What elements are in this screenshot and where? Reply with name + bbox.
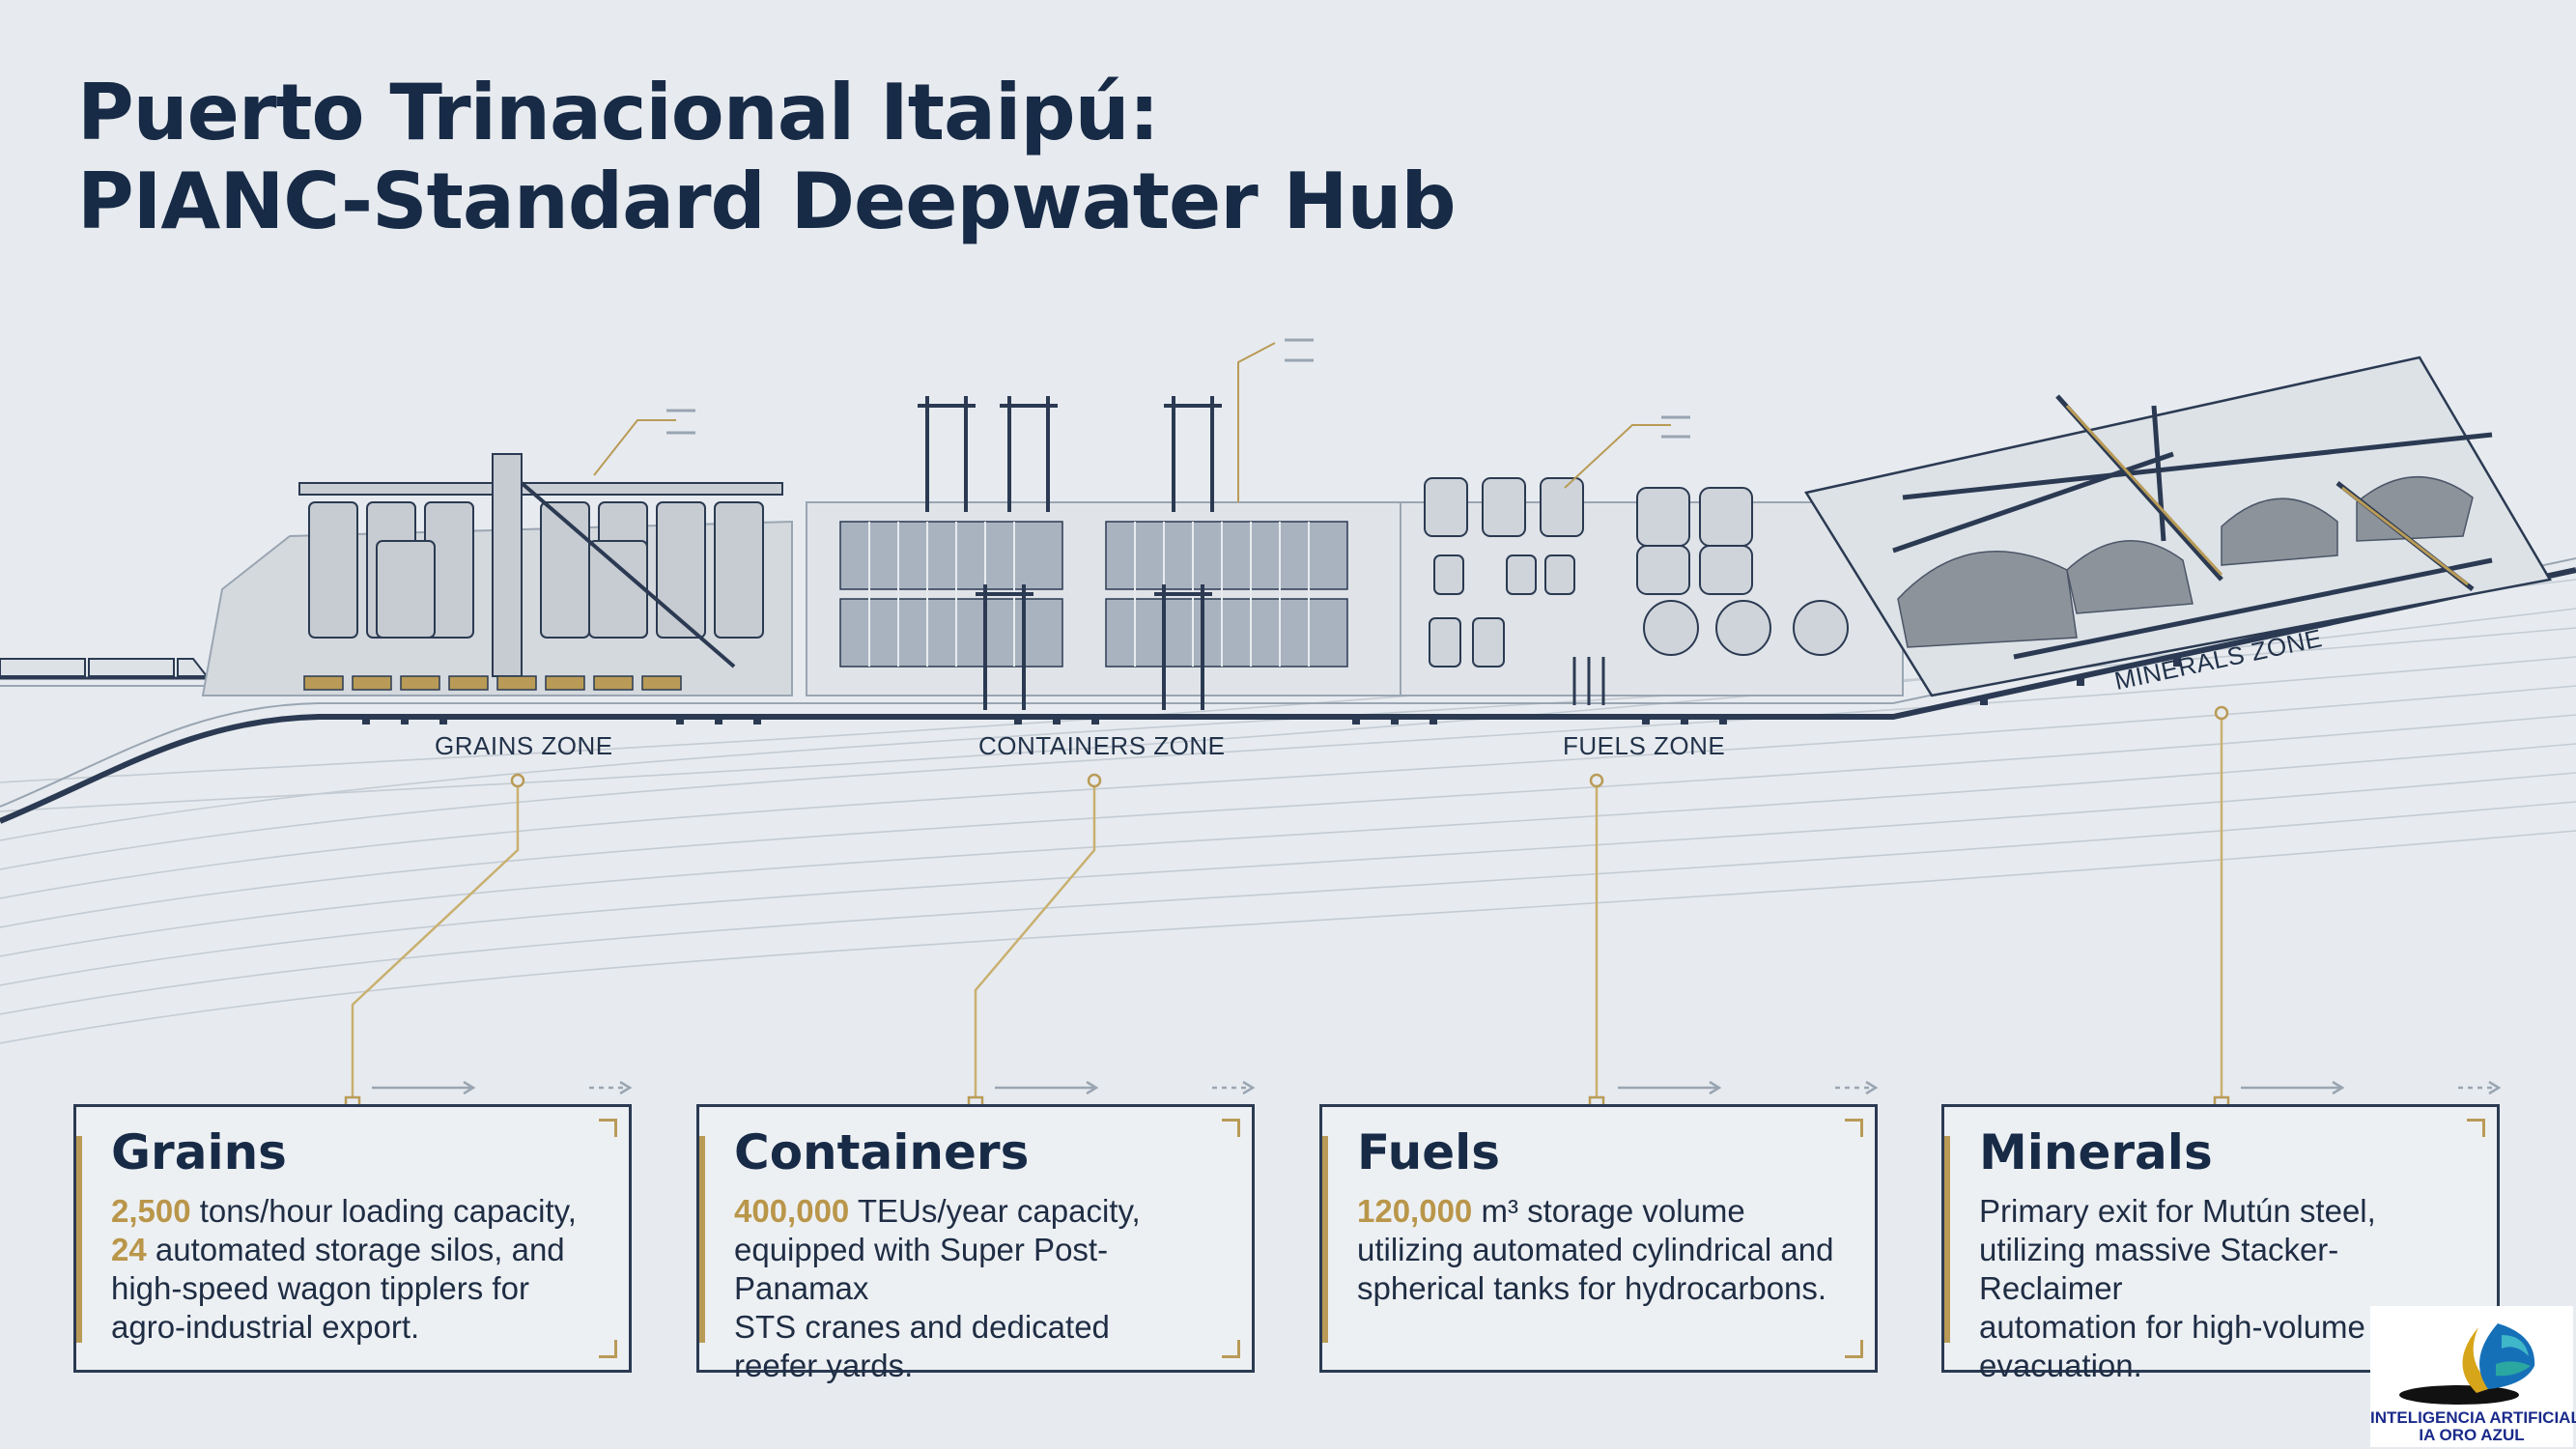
callout-lines-upper (593, 342, 1671, 502)
fuel-tank-icon (1400, 477, 1904, 705)
card-fuels: Fuels 120,000 m³ storage volume utilizin… (1319, 1104, 1878, 1373)
card-grains: Grains 2,500 tons/hour loading capacity,… (73, 1104, 632, 1373)
card-body: 120,000 m³ storage volume utilizing auto… (1357, 1193, 1834, 1306)
oro-azul-logo-icon (2399, 1323, 2535, 1405)
card-corner-mark (2467, 1119, 2485, 1137)
card-title: Minerals (1979, 1124, 2213, 1180)
card-containers: Containers 400,000 TEUs/year capacity, e… (696, 1104, 1255, 1383)
zone-label-containers: CONTAINERS ZONE (978, 731, 1226, 760)
card-corner-mark (599, 1119, 617, 1137)
card-body: 400,000 TEUs/year capacity, equipped wit… (734, 1193, 1141, 1383)
page-title-line-2: PIANC-Standard Deepwater Hub (77, 156, 1457, 246)
card-minerals: Minerals Primary exit for Mutún steel, u… (1941, 1104, 2500, 1383)
card-title: Containers (734, 1124, 1030, 1180)
card-accent-bar (699, 1136, 705, 1343)
zone-label-grains: GRAINS ZONE (435, 731, 613, 760)
logo-text-line-1: INTELIGENCIA ARTIFICIAL (2370, 1408, 2576, 1427)
grain-silo-icon (201, 453, 793, 696)
oro-azul-logo: INTELIGENCIA ARTIFICIAL IA ORO AZUL (2370, 1306, 2576, 1447)
card-corner-mark (599, 1340, 617, 1358)
card-accent-bar (76, 1136, 82, 1343)
logo-text-line-2: IA ORO AZUL (2419, 1426, 2525, 1444)
card-body: 2,500 tons/hour loading capacity, 24 aut… (111, 1193, 577, 1345)
card-corner-mark (1222, 1340, 1240, 1358)
card-title: Fuels (1357, 1124, 1501, 1180)
callout-lines-lower (351, 713, 2223, 1104)
quay-wall (0, 567, 2576, 824)
card-body: Primary exit for Mutún steel, utilizing … (1979, 1193, 2433, 1383)
card-accent-bar (1322, 1136, 1328, 1343)
spec-indicators (372, 1080, 2502, 1095)
stacker-reclaimer-icon (1804, 355, 2552, 697)
card-corner-mark (1845, 1119, 1863, 1137)
card-corner-mark (1845, 1340, 1863, 1358)
spec-ticks-upper (666, 338, 1690, 439)
zone-label-fuels: FUELS ZONE (1563, 731, 1726, 760)
container-yard-illustration (806, 501, 1401, 696)
card-title: Grains (111, 1124, 287, 1180)
page-title-line-1: Puerto Trinacional Itaipú: (77, 68, 1160, 157)
card-corner-mark (1222, 1119, 1240, 1137)
card-accent-bar (1944, 1136, 1950, 1343)
quay-bollards (362, 657, 2181, 724)
gantry-crane-icon (918, 396, 1222, 710)
